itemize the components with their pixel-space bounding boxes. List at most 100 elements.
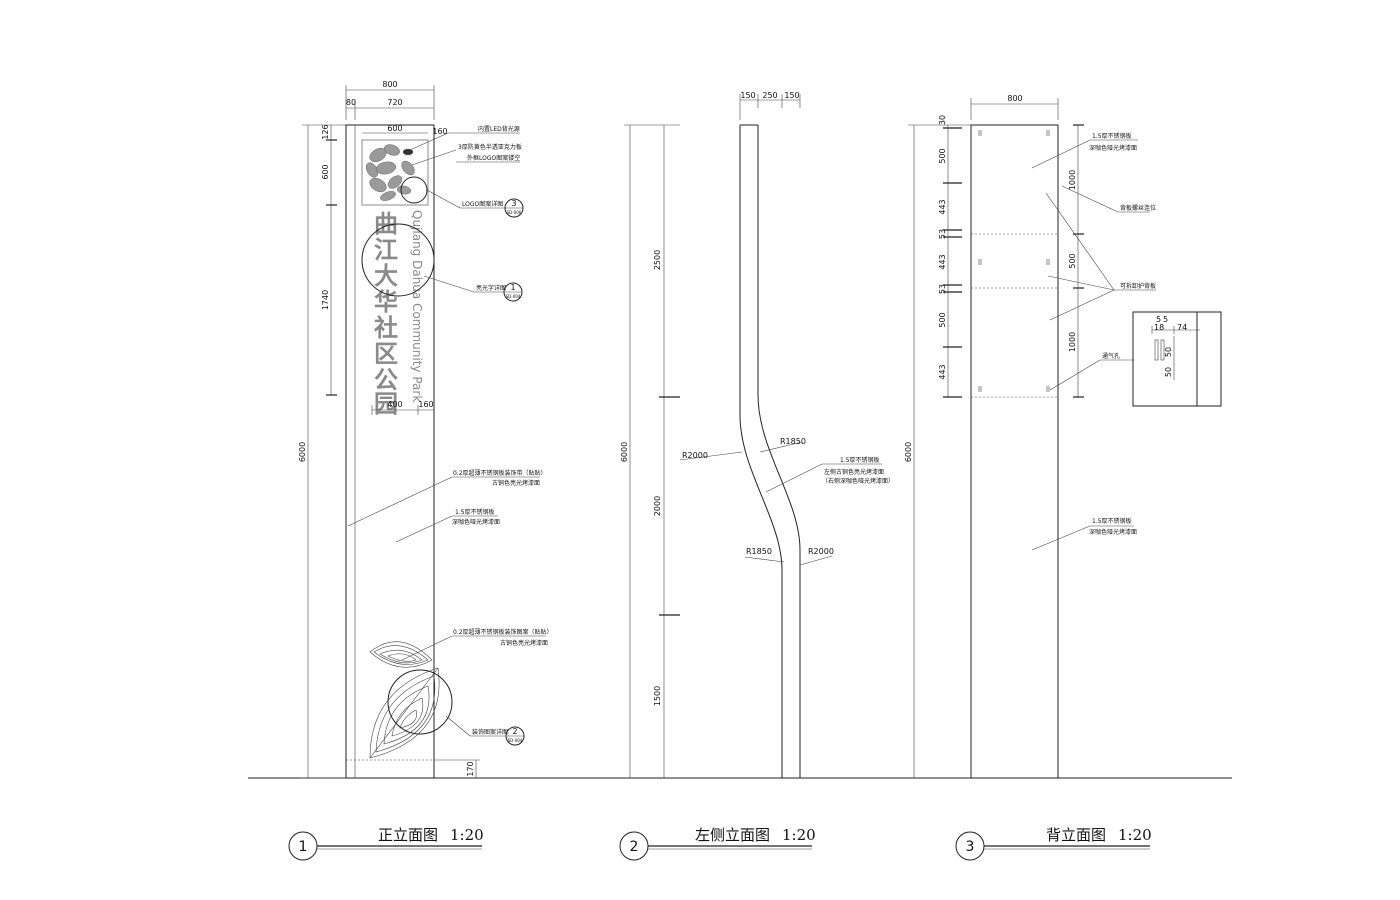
dim-side-1500: 1500 <box>653 686 662 706</box>
vent-dim-50a: 50 <box>1164 347 1173 357</box>
sign-char: 社 <box>374 314 398 342</box>
dim-side-150a: 150 <box>740 91 755 100</box>
sign-char: 园 <box>374 390 398 418</box>
vent-dim-74: 74 <box>1177 323 1187 332</box>
dim-front-total: 6000 <box>298 442 307 462</box>
dim-back-500a: 500 <box>938 148 947 163</box>
view-title-3-name: 背立面图 <box>1046 826 1106 844</box>
svg-text:1: 1 <box>510 283 515 292</box>
dim-side-2500: 2500 <box>653 250 662 270</box>
vent-dim-18: 18 <box>1154 323 1164 332</box>
back-elevation: 800 6000 30 500 443 53 443 53 500 443 10… <box>904 94 1222 779</box>
callout-light-text: 1 SD-004 <box>503 282 523 302</box>
sign-char: 公 <box>374 366 398 394</box>
dim-back-1000a: 1000 <box>1068 170 1077 190</box>
sign-char: 区 <box>374 340 398 368</box>
vent-dim-5a: 5 <box>1156 315 1161 324</box>
sign-text-cn: 曲 江 大 华 社 区 公 园 <box>374 210 398 418</box>
dim-back-30: 30 <box>938 115 947 125</box>
note-side-finish2: （右侧深咖色哑光烤漆面） <box>822 477 894 485</box>
note-bolt: 背板螺丝连位 <box>1120 204 1156 212</box>
view-title-1: 1 正立面图 1:20 <box>288 826 484 861</box>
view-title-2-scale: 1:20 <box>782 826 816 844</box>
dim-text-width: 400 <box>387 400 402 409</box>
svg-text:1: 1 <box>299 839 308 855</box>
dim-126: 126 <box>321 124 330 139</box>
callout-logo-detail: 3 SD-006 <box>504 198 524 218</box>
text-detail-circle <box>361 223 435 297</box>
radius-r1850-bot: R1850 <box>746 547 772 556</box>
dim-side-150b: 150 <box>784 91 799 100</box>
view-title-1-name: 正立面图 <box>378 826 438 844</box>
vent-dim-50b: 50 <box>1164 367 1173 377</box>
note-pattern: 0.2厚超薄不锈钢板装饰图案（贴贴） <box>453 628 553 636</box>
view-title-3-scale: 1:20 <box>1118 826 1152 844</box>
vent-dim-5b: 5 <box>1163 315 1168 324</box>
deco-detail-circle <box>387 669 453 735</box>
dim-back-total: 6000 <box>904 442 913 462</box>
sign-char: 华 <box>374 288 398 316</box>
bolt-marks <box>978 130 1050 392</box>
note-side-plate: 1.5厚不锈钢板 <box>840 456 880 464</box>
view-title-3: 3 背立面图 1:20 <box>955 826 1152 861</box>
dim-back-top-width: 800 <box>1007 94 1022 103</box>
note-back-plate-bot: 1.5厚不锈钢板 <box>1092 517 1132 525</box>
front-elevation: 800 80 720 600 160 6000 126 600 1740 <box>298 80 553 779</box>
dim-left-margin: 80 <box>346 98 356 107</box>
dim-text-right: 160 <box>418 400 433 409</box>
note-door: 可拆卸护背板 <box>1120 282 1156 290</box>
side-profile-left <box>739 125 783 778</box>
sign-char: 大 <box>374 262 398 290</box>
radius-r1850-top: R1850 <box>780 437 806 446</box>
dim-side-total: 6000 <box>620 442 629 462</box>
dim-side-2000: 2000 <box>653 496 662 516</box>
logo-flower-icon <box>365 144 415 201</box>
dim-logo-width: 600 <box>387 124 402 133</box>
logo-panel <box>361 139 429 206</box>
svg-text:SD-004: SD-004 <box>508 738 523 743</box>
side-profile-right <box>757 125 801 778</box>
note-pattern-finish: 古铜色亮光烤漆面 <box>500 639 548 647</box>
dim-side-250: 250 <box>762 91 777 100</box>
leaf-pattern-icon <box>369 641 440 759</box>
svg-text:3: 3 <box>966 839 975 855</box>
note-back-plate-top: 1.5厚不锈钢板 <box>1092 132 1132 140</box>
view-title-1-scale: 1:20 <box>450 826 484 844</box>
sign-text-en: Qujiang Dahua Community Park <box>410 210 424 402</box>
note-back-finish-bot: 深咖色哑光烤漆面 <box>1089 528 1137 536</box>
note-strip: 0.2厚超薄不锈钢板装饰带（贴贴） <box>453 469 547 477</box>
note-plate-finish: 深咖色哑光烤漆面 <box>452 518 500 526</box>
note-deco-detail: 装饰图案详图 <box>472 728 508 736</box>
dim-bottom: 170 <box>466 761 475 776</box>
dim-back-1000b: 1000 <box>1068 332 1077 352</box>
note-light-text: 亮光字详图 <box>476 284 506 292</box>
dim-back-53b: 53 <box>938 284 947 294</box>
dim-1740: 1740 <box>321 290 330 310</box>
dim-back-443a: 443 <box>938 199 947 214</box>
view-title-2: 2 左侧立面图 1:20 <box>619 826 816 861</box>
dim-top-width: 800 <box>382 80 397 89</box>
view-title-2-name: 左侧立面图 <box>695 826 770 844</box>
note-logo-cut: 外框LOGO图案镂空 <box>467 154 520 162</box>
front-column-outline <box>345 124 435 779</box>
dim-back-443b: 443 <box>938 254 947 269</box>
svg-text:SD-004: SD-004 <box>506 294 521 299</box>
vent-detail: 5 5 18 74 50 50 <box>1132 311 1222 407</box>
note-strip-finish: 古铜色亮光烤漆面 <box>492 479 540 487</box>
dim-back-53a: 53 <box>938 229 947 239</box>
svg-text:SD-006: SD-006 <box>507 210 522 215</box>
dim-back-500: 500 <box>1068 253 1077 268</box>
radius-r2000-top: R2000 <box>682 451 708 460</box>
dim-back-443c: 443 <box>938 364 947 379</box>
callout-deco-detail: 2 SD-004 <box>505 726 525 746</box>
note-side-finish1: 左侧古铜色亮光烤漆面 <box>824 468 884 476</box>
radius-r2000-bot: R2000 <box>808 547 834 556</box>
note-back-finish-top: 深咖色哑光烤漆面 <box>1089 144 1137 152</box>
svg-text:2: 2 <box>630 839 639 855</box>
note-vent: 通气孔 <box>1102 352 1120 360</box>
note-logo-detail: LOGO图案详图 <box>462 200 503 208</box>
sign-char: 江 <box>374 236 398 264</box>
note-acrylic: 3厚防黄色半透亚克力板 <box>458 143 522 151</box>
dim-logo-right: 160 <box>432 127 447 136</box>
